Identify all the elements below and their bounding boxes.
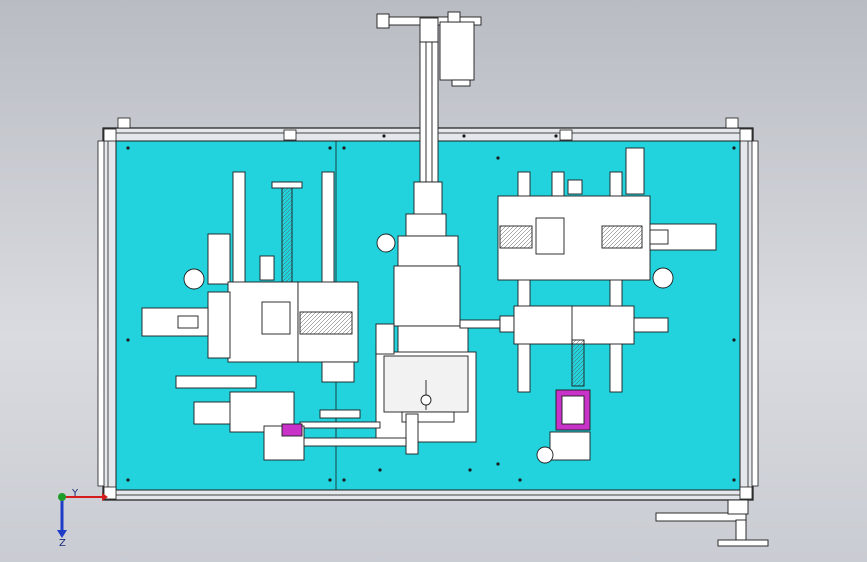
mounting-holes: [126, 134, 736, 482]
axis-triad: [57, 493, 108, 538]
axis-z-label: Z: [59, 538, 66, 549]
axis-y-label: Y: [71, 488, 79, 499]
left-station: [141, 171, 361, 461]
bottom-right-bracket: [655, 499, 769, 547]
top-linear-module: [376, 11, 482, 217]
center-station: [299, 213, 515, 455]
right-station: [497, 147, 717, 464]
